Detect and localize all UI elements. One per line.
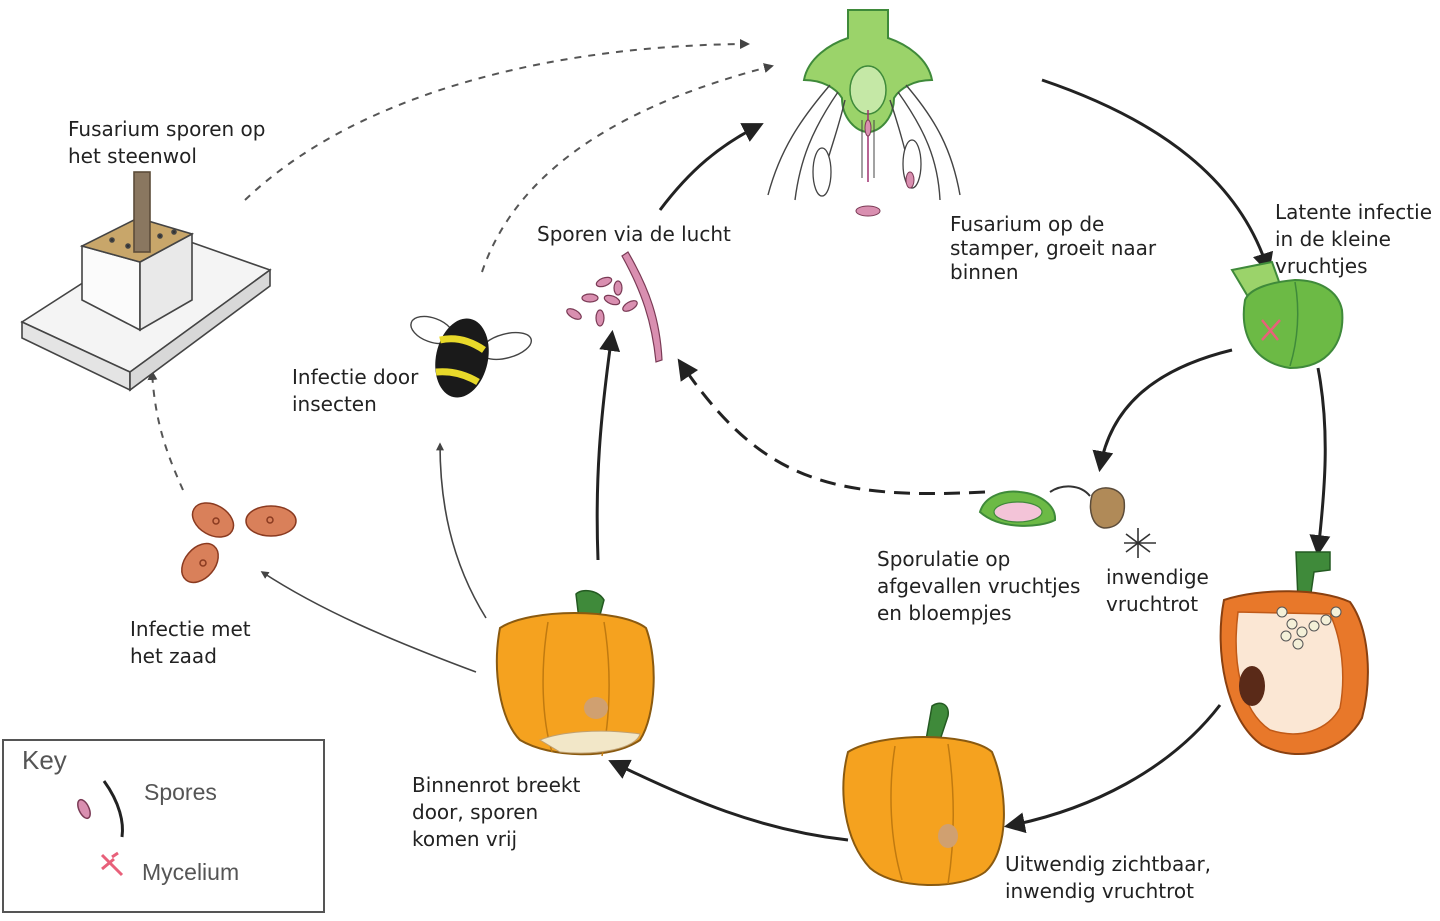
mycelium-icon [100,851,124,877]
fallen-fruitlet-icon [978,485,1156,558]
cut-pepper-icon [1219,551,1369,755]
arrow-rot-pepper-to-seeds [260,571,477,673]
label-line: insecten [292,392,377,416]
infected-seeds-icon [181,502,297,584]
label-seed-infection: Infectie met het zaad [130,616,251,670]
label-line: vruchtrot [1106,592,1199,616]
label-airborne-spores: Sporen via de lucht [537,221,731,248]
label-line: binnen [950,260,1019,284]
airborne-spores-icon [566,251,663,363]
label-insect-infection: Infectie door insecten [292,364,418,418]
label-rockwool-spores: Fusarium sporen op het steenwol [68,116,265,170]
arrow-orange-to-rot-pepper [608,759,849,842]
label-sporulation: Sporulatie op afgevallen vruchtjes en bl… [877,546,1080,627]
key-item-spores: Spores [144,779,217,805]
label-line: Infectie met [130,617,251,641]
flower-icon [767,9,961,217]
arrow-bee-to-flower-dashed [481,63,774,273]
orange-pepper-icon [842,702,1005,886]
green-fruitlet-icon [1230,260,1344,370]
key-legend: Key Spores Mycelium [2,739,325,913]
key-title: Key [22,745,67,775]
arrow-seeds-to-rockwool [147,370,184,491]
label-line: Uitwendig zichtbaar, [1005,852,1212,876]
key-item-mycelium: Mycelium [142,859,240,885]
arrow-fruitlet-to-cut-pepper [1309,367,1331,557]
label-line: het steenwol [68,144,197,168]
label-line: inwendig vruchtrot [1005,879,1194,903]
label-line: Infectie door [292,365,419,389]
arrow-fruitlet-to-sporulation [1092,348,1233,473]
label-line: en bloempjes [877,601,1012,625]
label-latent-infection: Latente infectie in de kleine vruchtjes [1275,199,1432,280]
label-line: afgevallen vruchtjes [877,574,1081,598]
spores-icon [77,780,124,838]
arrow-rot-pepper-to-bee [436,442,487,619]
label-line: Binnenrot breekt [412,773,581,797]
arrow-cut-pepper-to-orange [1003,704,1222,834]
label-line: komen vrij [412,827,518,851]
arrow-sporulation-to-spores-dashed [677,358,986,495]
rotting-pepper-icon [495,589,655,757]
arrow-spores-to-flower [658,123,764,211]
label-line: door, sporen [412,800,539,824]
label-line: Sporulatie op [877,547,1011,571]
label-line: Sporen via de lucht [537,222,731,246]
label-line: stamper, groeit naar [950,236,1157,260]
bee-icon [410,315,533,398]
dashed-thin-arrows [147,39,774,491]
thin-arrows [260,442,487,673]
label-externally-visible: Uitwendig zichtbaar, inwendig vruchtrot [1005,851,1211,905]
cycle-arrows [595,78,1331,842]
label-line: inwendige [1106,565,1209,589]
label-pistil-infection: Fusarium op de stamper, groeit naar binn… [950,212,1156,284]
arrow-rockwool-to-flower-dashed [244,39,750,201]
label-line: Fusarium op de [950,212,1105,236]
label-line: in de kleine [1275,227,1391,251]
arrow-flower-to-fruitlet [1041,78,1274,275]
label-line: vruchtjes [1275,254,1368,278]
label-internal-rot: inwendige vruchtrot [1106,564,1209,618]
label-line: Fusarium sporen op [68,117,266,141]
label-rot-breaks-through: Binnenrot breekt door, sporen komen vrij [412,772,580,853]
label-line: Latente infectie [1275,200,1433,224]
label-line: het zaad [130,644,217,668]
rockwool-block-icon [20,171,272,392]
arrow-rot-pepper-to-spores [595,329,621,561]
